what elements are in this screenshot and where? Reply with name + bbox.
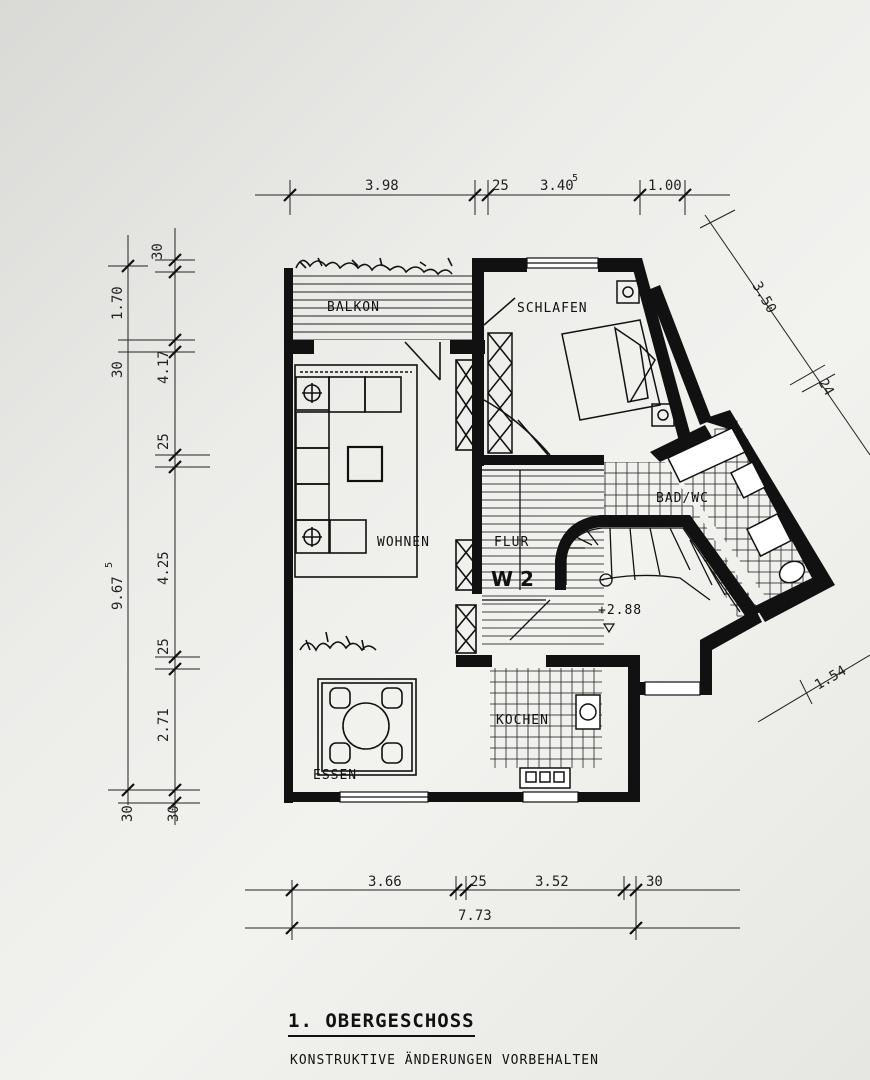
dim-bottom-4: 30 — [646, 874, 663, 890]
dim-bottom-total: 7.73 — [458, 908, 492, 924]
dimension-ticks — [121, 188, 692, 935]
room-label-flur: FLUR — [494, 535, 529, 550]
dim-left-8: 2.71 — [156, 708, 172, 742]
dim-left-bottom: 30 — [120, 805, 136, 822]
dining-furniture — [299, 631, 417, 776]
dimension-labels: 3.98 25 3.40 5 1.00 3.50 24 1.54 9.67 5 … — [104, 173, 849, 924]
dim-left-7: 25 — [156, 638, 172, 655]
dim-left-total-sup: 5 — [104, 562, 115, 568]
dim-left-3: 30 — [110, 361, 126, 378]
floor-title: 1. OBERGESCHOSS — [288, 1010, 475, 1037]
room-label-kochen: KOCHEN — [496, 713, 549, 728]
dim-diag-2: 24 — [815, 376, 837, 399]
dim-diag-3: 1.54 — [812, 663, 849, 694]
windows — [339, 257, 701, 803]
balcony-floor — [292, 275, 472, 340]
dim-left-2: 1.70 — [110, 286, 126, 320]
walls — [284, 258, 835, 803]
dim-top-3-sup: 5 — [572, 173, 578, 184]
room-label-bad-wc: BAD/WC — [656, 491, 709, 506]
dim-left-5: 25 — [156, 433, 172, 450]
dim-bottom-1: 3.66 — [368, 874, 402, 890]
dim-left-total: 9.67 — [110, 576, 126, 610]
bedroom — [483, 280, 675, 456]
dim-left-1: 30 — [150, 243, 166, 260]
dim-top-1: 3.98 — [365, 178, 399, 194]
dim-top-3: 3.40 — [540, 178, 574, 194]
kitchen-fixtures — [519, 694, 601, 789]
level-triangle-icon — [602, 623, 616, 634]
hallway-stair-treads — [482, 470, 604, 650]
dim-left-4: 4.17 — [156, 350, 172, 384]
dim-left-6: 4.25 — [156, 551, 172, 585]
dim-left-9: 30 — [166, 805, 182, 822]
dim-diag-1: 3.50 — [749, 279, 780, 316]
room-label-schlafen: SCHLAFEN — [517, 301, 588, 316]
bathroom-fixtures — [666, 427, 806, 584]
balcony-plants — [295, 257, 453, 276]
room-label-balkon: BALKON — [327, 300, 380, 315]
dimension-lines — [108, 180, 870, 940]
level-marker: +2.88 — [598, 603, 642, 618]
dim-bottom-2: 25 — [470, 874, 487, 890]
floor-subtitle: KONSTRUKTIVE ÄNDERUNGEN VORBEHALTEN — [290, 1053, 599, 1068]
unit-label: W 2 — [491, 567, 534, 591]
dim-bottom-3: 3.52 — [535, 874, 569, 890]
dim-top-2: 25 — [492, 178, 509, 194]
stairs — [482, 469, 741, 641]
room-label-wohnen: WOHNEN — [377, 535, 430, 550]
living-room-furniture — [294, 341, 477, 654]
dim-top-4: 1.00 — [648, 178, 682, 194]
room-label-essen: ESSEN — [313, 768, 357, 783]
